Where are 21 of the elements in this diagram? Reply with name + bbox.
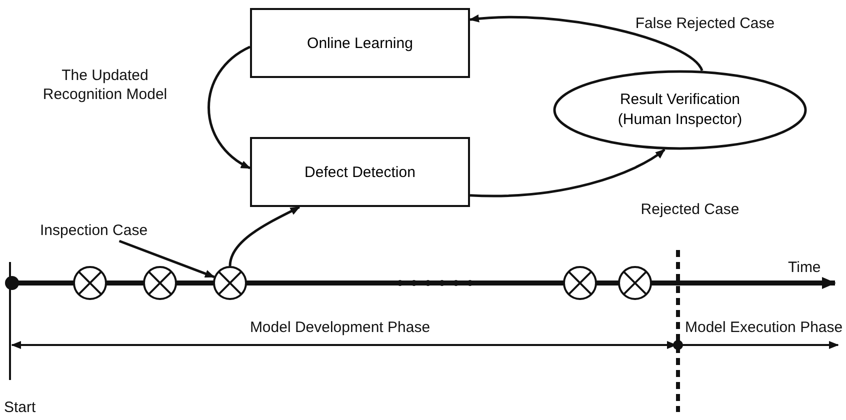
edge-label: The Updated Recognition Model: [42, 66, 168, 104]
callout-text: Inspection Case: [40, 221, 170, 241]
arrow: [208, 46, 251, 170]
crossed-circle-icon: [563, 266, 597, 300]
arrow: [118, 240, 216, 278]
edge-label: Rejected Case: [640, 200, 740, 219]
crossed-circle-icon: [213, 266, 247, 300]
axis-label: Start: [4, 398, 37, 417]
process-box: Online Learning: [250, 8, 470, 78]
axis-label: Time: [788, 258, 822, 277]
process-box: Defect Detection: [250, 137, 470, 207]
arrow: [470, 148, 666, 198]
axis-label: Model Execution Phase: [685, 318, 843, 337]
arrow: [228, 206, 300, 266]
axis-label: Model Development Phase: [248, 318, 432, 337]
ellipse-node: Result Verification (Human Inspector): [553, 70, 807, 150]
crossed-circle-icon: [73, 266, 107, 300]
crossed-circle-icon: [143, 266, 177, 300]
arrow: [469, 14, 704, 72]
crossed-circle-icon: [618, 266, 652, 300]
edge-label: False Rejected Case: [634, 14, 776, 33]
